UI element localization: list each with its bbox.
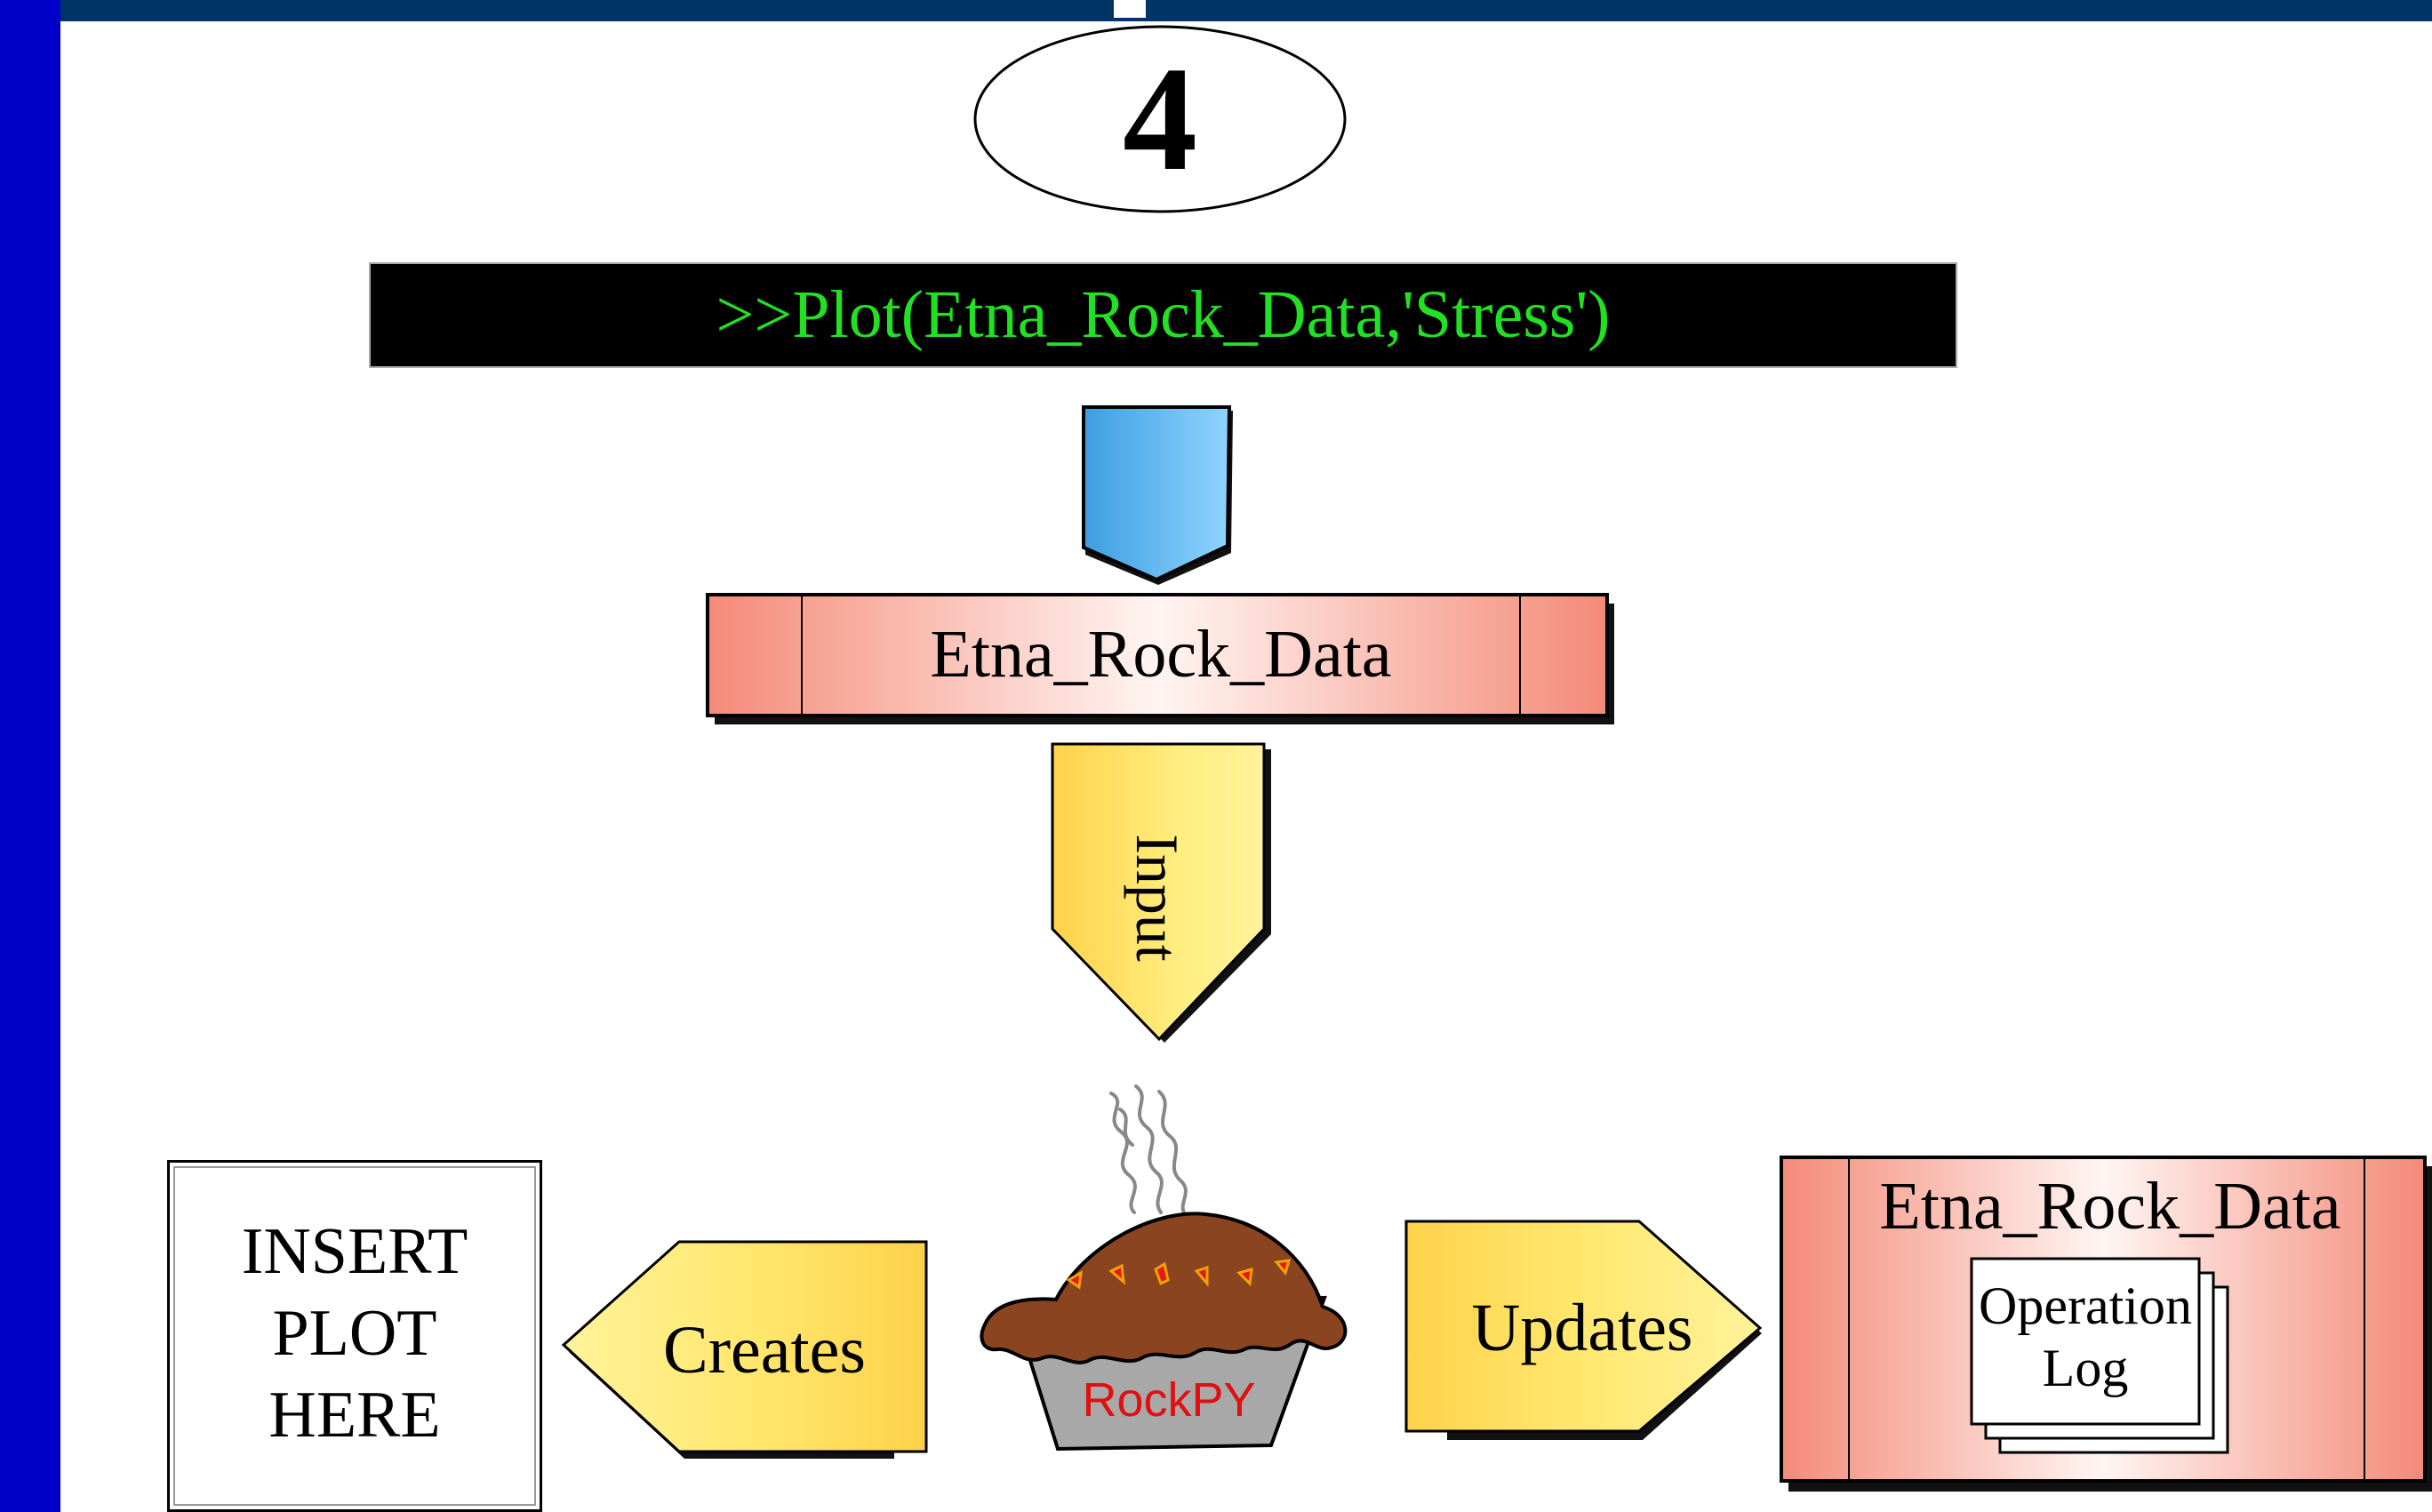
plot-placeholder-text: INSERT PLOT HERE bbox=[167, 1211, 542, 1456]
updates-arrow bbox=[1404, 1220, 1763, 1440]
left-bar bbox=[0, 0, 60, 1512]
placeholder-line: PLOT bbox=[272, 1297, 437, 1370]
placeholder-line: HERE bbox=[268, 1379, 441, 1452]
command-text: >>Plot(Etna_Rock_Data,'Stress') bbox=[716, 276, 1611, 352]
step-number-ellipse bbox=[973, 25, 1347, 213]
placeholder-line: INSERT bbox=[241, 1215, 468, 1288]
document-stack-icon bbox=[1970, 1257, 2229, 1454]
data-object-box bbox=[706, 593, 1614, 724]
plot-placeholder bbox=[167, 1160, 542, 1512]
input-arrow bbox=[1051, 742, 1271, 1043]
command-bar bbox=[369, 262, 1957, 368]
creates-arrow-label: Creates bbox=[663, 1313, 866, 1388]
input-arrow-label: Input bbox=[1123, 834, 1191, 962]
creates-arrow bbox=[561, 1240, 928, 1459]
top-bar-tab bbox=[1114, 0, 1146, 18]
pie-icon bbox=[980, 1212, 1348, 1452]
data-object-label: Etna_Rock_Data bbox=[930, 617, 1392, 692]
top-bar bbox=[0, 0, 2432, 21]
updated-object-label: Etna_Rock_Data bbox=[1879, 1169, 2341, 1244]
step-number: 4 bbox=[1123, 36, 1197, 202]
updates-arrow-label: Updates bbox=[1471, 1291, 1693, 1366]
steam-icon bbox=[1109, 1084, 1188, 1214]
pie-label: RockPY bbox=[1082, 1372, 1256, 1427]
log-line: Operation bbox=[1979, 1276, 2192, 1335]
operation-log-text: Operation Log bbox=[1972, 1275, 2199, 1399]
down-arrow-icon bbox=[1082, 405, 1233, 585]
log-line: Log bbox=[2042, 1339, 2129, 1397]
